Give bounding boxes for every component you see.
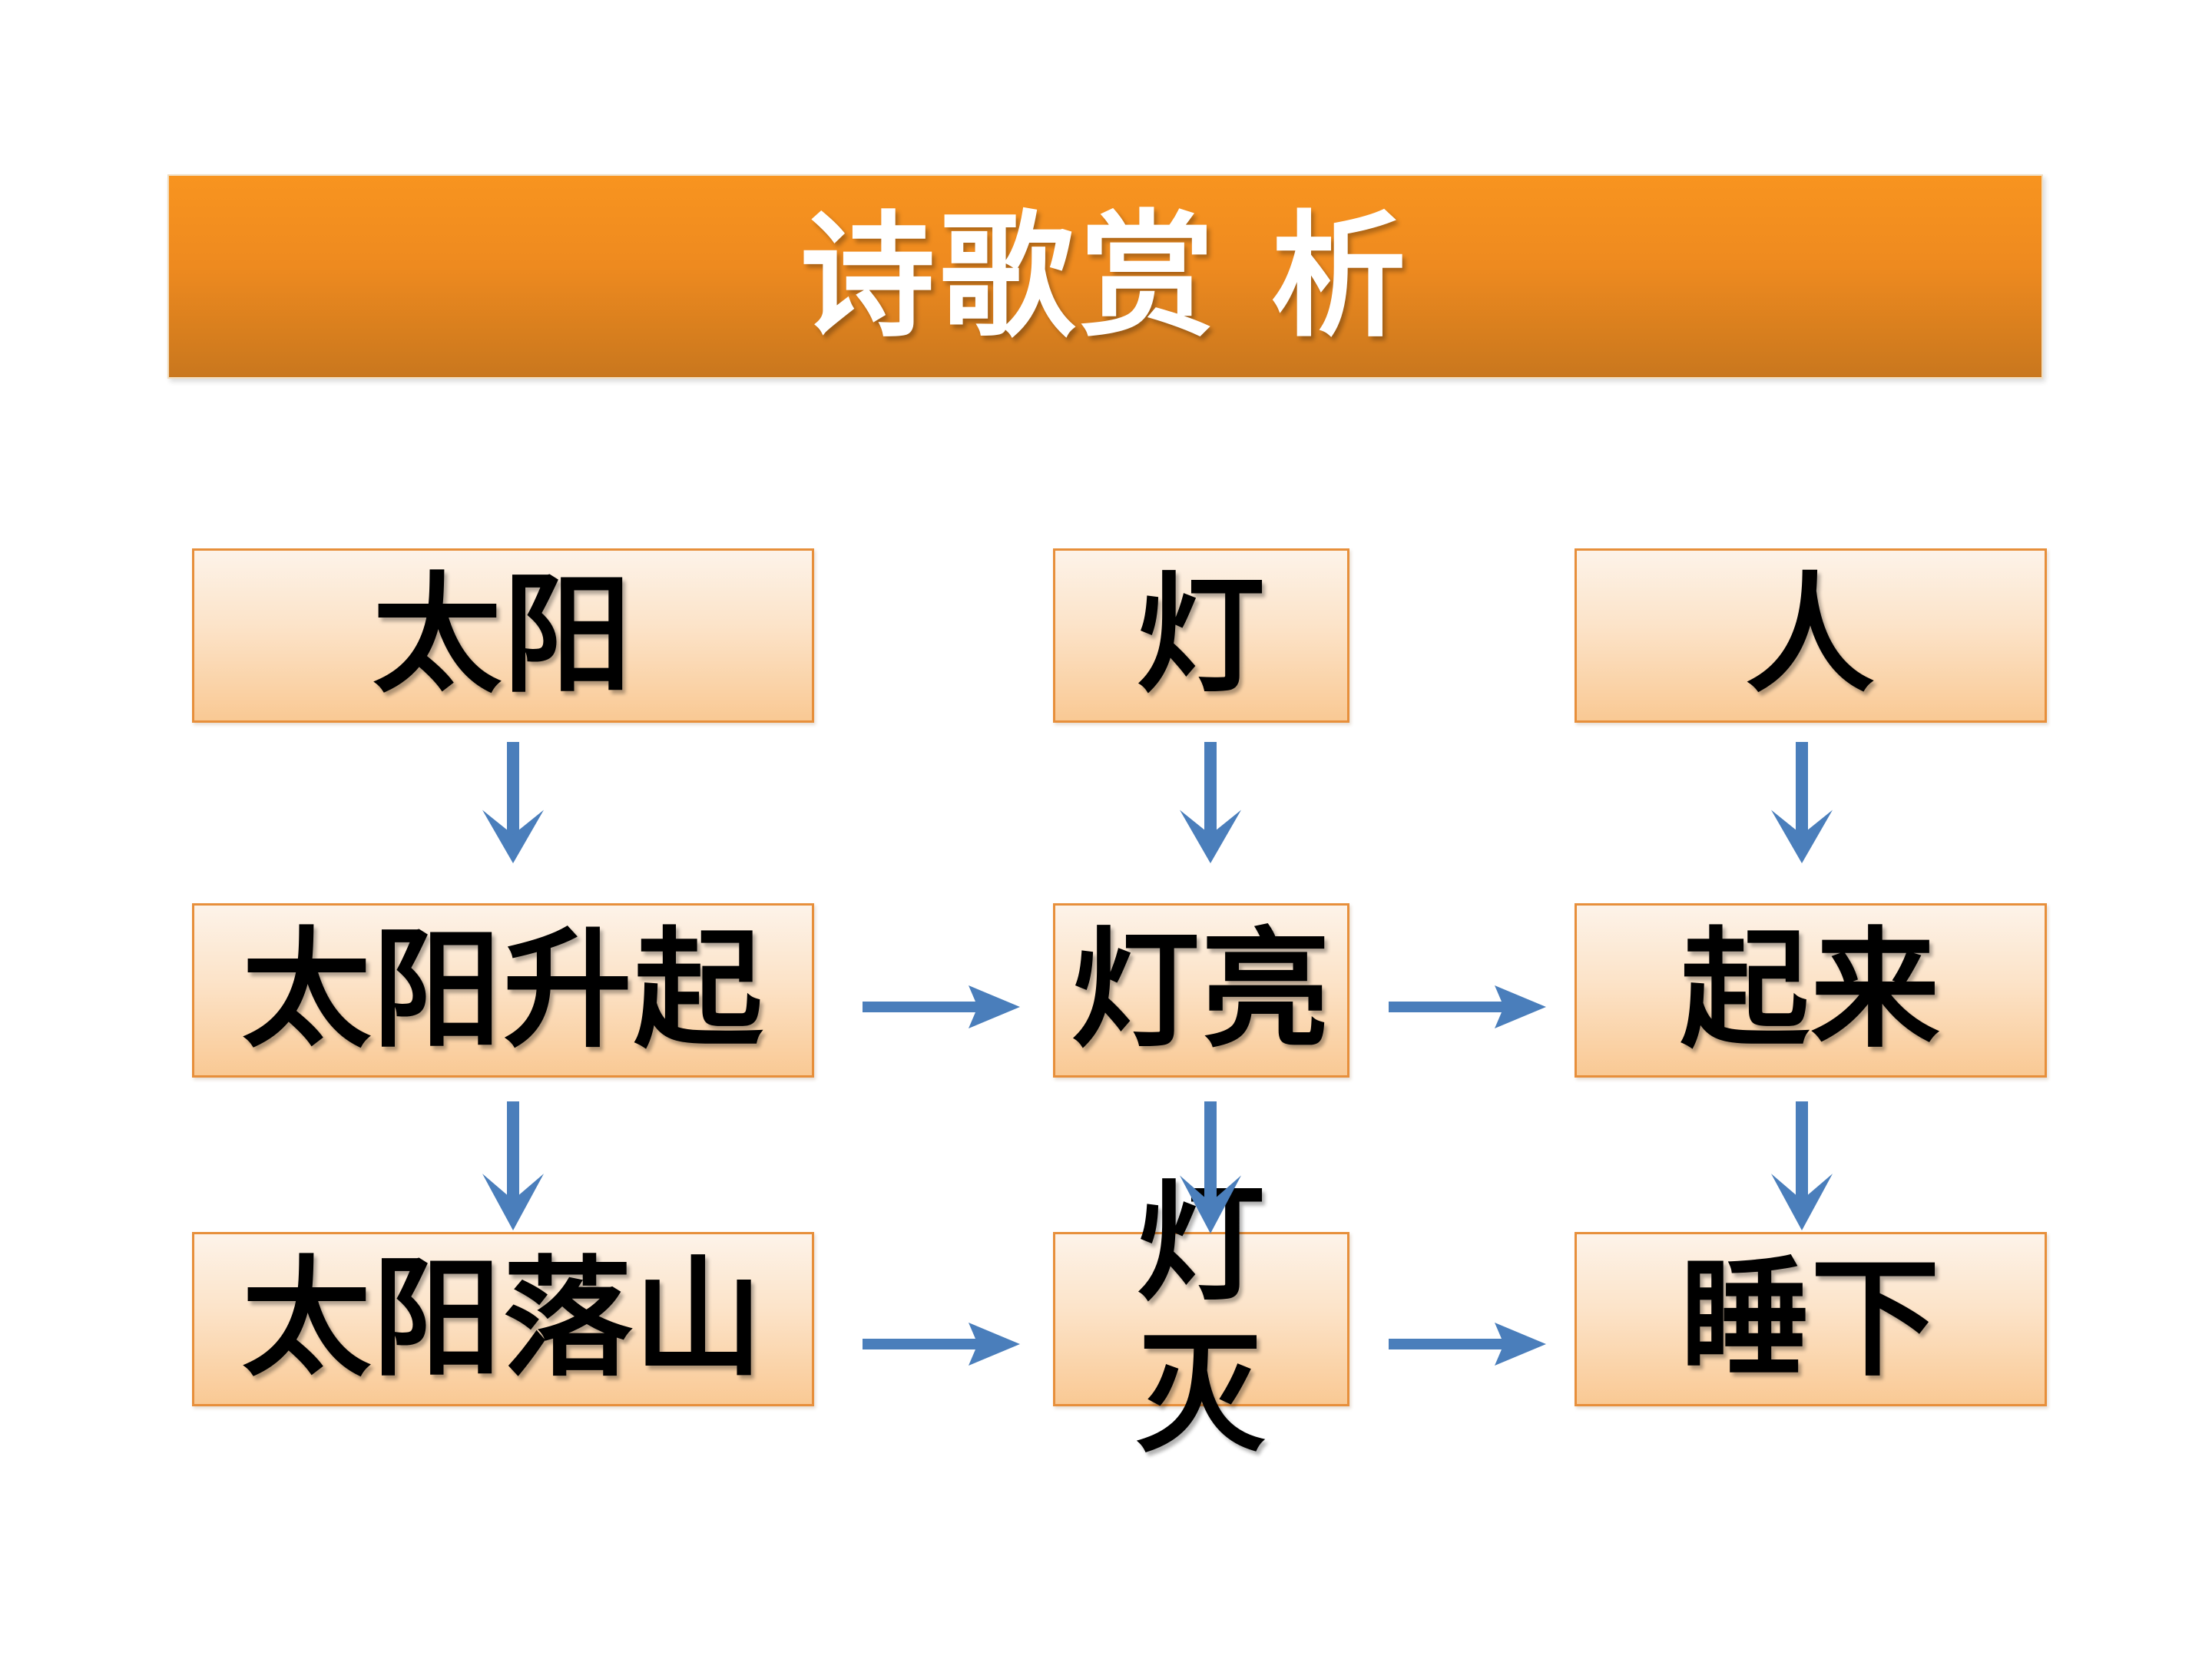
right-arrow-icon-sunrise-to-lampon (863, 985, 1020, 1028)
flow-box-lamp-label: 灯 (1136, 560, 1267, 711)
down-arrow-icon-lamp-to-lampon (1180, 742, 1241, 863)
down-arrow-icon-sunrise-to-sunset (482, 1101, 544, 1230)
flow-box-person-label: 人 (1745, 560, 1876, 711)
down-arrow-icon-person-to-getup (1771, 742, 1833, 863)
flow-box-lamp-on-label: 灯亮 (1071, 915, 1332, 1066)
flow-box-lamp: 灯 (1053, 548, 1349, 723)
flow-box-sun: 太阳 (192, 548, 814, 723)
slide-title: 诗歌赏 析 (800, 197, 1411, 356)
flow-box-sleep-label: 睡下 (1680, 1243, 1942, 1395)
flow-box-lamp-off-label: 灯 灭 (1136, 1167, 1267, 1470)
flow-box-sunset-label: 太阳落山 (242, 1243, 764, 1395)
right-arrow-icon-lampon-to-getup (1389, 985, 1546, 1028)
flow-box-sun-label: 太阳 (373, 560, 634, 711)
flow-box-get-up-label: 起来 (1680, 915, 1942, 1066)
flow-box-lamp-off: 灯 灭 (1053, 1168, 1349, 1470)
flow-box-sunrise: 太阳升起 (192, 903, 814, 1078)
flow-box-sleep: 睡下 (1575, 1232, 2047, 1406)
title-banner: 诗歌赏 析 (167, 174, 2043, 379)
down-arrow-icon-lampon-to-lampoff (1180, 1101, 1241, 1233)
flow-box-person: 人 (1575, 548, 2047, 723)
down-arrow-icon-getup-to-sleep (1771, 1101, 1833, 1230)
flow-box-sunrise-label: 太阳升起 (242, 915, 764, 1066)
flow-box-lamp-on: 灯亮 (1053, 903, 1349, 1078)
right-arrow-icon-lampoff-to-sleep (1389, 1323, 1546, 1366)
right-arrow-icon-sunset-to-lampoff (863, 1323, 1020, 1366)
flow-box-get-up: 起来 (1575, 903, 2047, 1078)
flow-box-sunset: 太阳落山 (192, 1232, 814, 1406)
down-arrow-icon-sun-to-sunrise (482, 742, 544, 863)
